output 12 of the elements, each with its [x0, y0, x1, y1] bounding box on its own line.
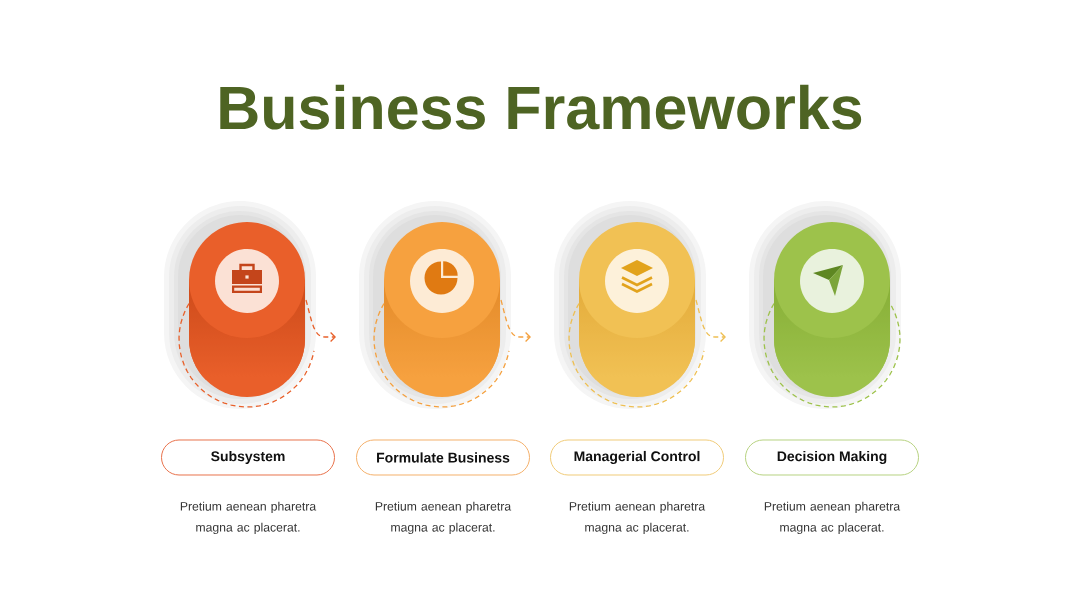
label-pill: Formulate Business: [356, 439, 530, 476]
curved-arrow: [373, 299, 531, 408]
description: Pretium aenean pharetra magna ac placerat.: [180, 501, 317, 535]
label-pill: Subsystem: [161, 439, 335, 476]
label-pill: Managerial Control: [550, 439, 724, 476]
description: Pretium aenean pharetra magna ac placerat.: [375, 501, 512, 535]
title: Business Frameworks: [220, 84, 862, 130]
curved-arrow: [178, 299, 336, 408]
curved-arrow: [568, 299, 726, 408]
description: Pretium aenean pharetra magna ac placerat.: [569, 501, 706, 535]
label-pill: Decision Making: [745, 439, 919, 476]
description: Pretium aenean pharetra magna ac placerat.: [764, 501, 901, 535]
